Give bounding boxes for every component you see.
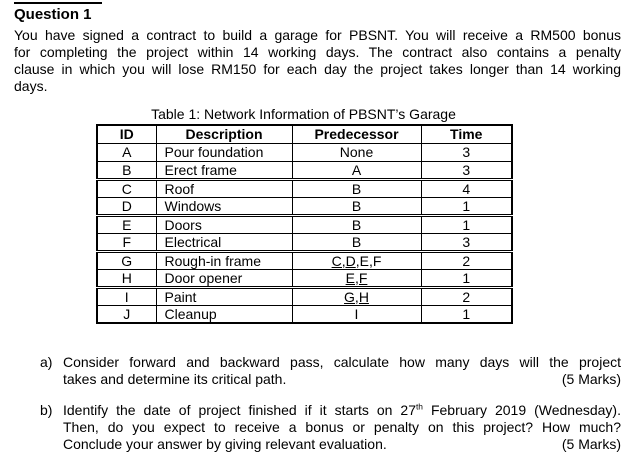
question-a: a) Consider forward and backward pass, c… [40,354,621,388]
cell-time: 3 [420,232,513,253]
cell-time: 3 [420,160,513,181]
question-b-lastline: Conclude your answer by giving relevant … [63,436,621,453]
cell-id: A [96,142,157,162]
cell-id: G [96,250,157,270]
cell-description: Pour foundation [155,142,293,162]
cell-time: 1 [420,214,513,234]
cell-predecessor: B [291,214,422,234]
cell-id: B [96,160,157,181]
predecessor-text: ,E,F [355,252,382,269]
cell-predecessor: B [291,232,422,253]
cell-time: 1 [420,268,513,289]
predecessor-text: B [351,197,362,214]
question-a-marks: (5 Marks) [561,371,621,387]
cell-id: E [96,214,157,234]
question-title: Question 1 [14,6,92,23]
network-table-section: Table 1: Network Information of PBSNT’s … [96,106,513,324]
cell-id: C [96,178,157,198]
cell-predecessor: B [291,178,422,198]
top-rule [14,2,102,4]
intro-line: for completing the project within 14 wor… [14,44,621,60]
cell-description: Windows [155,196,293,217]
cell-time: 1 [420,196,513,217]
cell-time: 2 [420,286,513,306]
question-b-line: Conclude your answer by giving relevant … [63,436,387,452]
predecessor-underlined-text: C,D [331,252,356,269]
cell-description: Roof [155,178,293,198]
column-header-id: ID [96,124,157,144]
question-a-lastline: takes and determine its critical path. (… [63,371,621,388]
cell-description: Erect frame [155,160,293,181]
question-b-line: Then, do you expect to receive a bonus o… [63,419,621,435]
predecessor-underlined-text: E,F [345,269,368,286]
cell-time: 2 [420,250,513,270]
cell-predecessor: G,H [291,286,422,306]
cell-predecessor: E,F [291,268,422,289]
question-a-line: takes and determine its critical path. [63,371,287,387]
table-header-row: ID Description Predecessor Time [96,124,513,144]
predecessor-text: None [339,144,374,160]
intro-paragraph: You have signed a contract to build a ga… [14,27,621,95]
question-b-marks: (5 Marks) [561,436,621,452]
question-b-text: February 2019 (Wednesday). [422,402,621,418]
question-a-body: Consider forward and backward pass, calc… [63,354,621,388]
predecessor-text: A [351,161,362,178]
cell-predecessor: A [291,160,422,181]
question-b-line: Identify the date of project finished if… [63,402,621,419]
question-b-label: b) [40,402,53,418]
question-a-line: Consider forward and backward pass, calc… [63,354,621,370]
question-b: b) Identify the date of project finished… [40,402,621,453]
intro-line: clause in which you will lose RM150 for … [14,61,621,77]
cell-id: J [96,304,157,324]
column-header-time: Time [420,124,513,144]
column-header-predecessor: Predecessor [291,124,422,144]
cell-description: Paint [155,286,293,306]
predecessor-text: B [351,233,362,250]
cell-description: Door opener [155,268,293,289]
question-b-text: Identify the date of project finished if… [63,402,416,418]
cell-description: Cleanup [155,304,293,324]
question-a-label: a) [40,354,53,370]
cell-predecessor: C,D,E,F [291,250,422,270]
cell-time: 4 [420,178,513,198]
cell-time: 3 [420,142,513,162]
intro-line: You have signed a contract to build a ga… [14,27,621,43]
cell-predecessor: None [291,142,422,162]
cell-description: Rough-in frame [155,250,293,270]
cell-id: I [96,286,157,306]
questions-section: a) Consider forward and backward pass, c… [40,354,621,453]
predecessor-text: B [351,216,362,233]
predecessor-text: I [354,305,359,322]
column-header-description: Description [155,124,293,144]
cell-time: 1 [420,304,513,324]
predecessor-text: B [351,180,362,197]
cell-id: D [96,196,157,217]
intro-line: days. [14,78,48,94]
ordinal-superscript: th [415,401,423,412]
cell-predecessor: I [291,304,422,324]
table-caption: Table 1: Network Information of PBSNT’s … [151,106,456,122]
cell-id: H [96,268,157,289]
cell-description: Electrical [155,232,293,253]
question-b-body: Identify the date of project finished if… [63,402,621,453]
predecessor-underlined-text: G,H [344,288,369,305]
cell-predecessor: B [291,196,422,217]
cell-description: Doors [155,214,293,234]
cell-id: F [96,232,157,253]
